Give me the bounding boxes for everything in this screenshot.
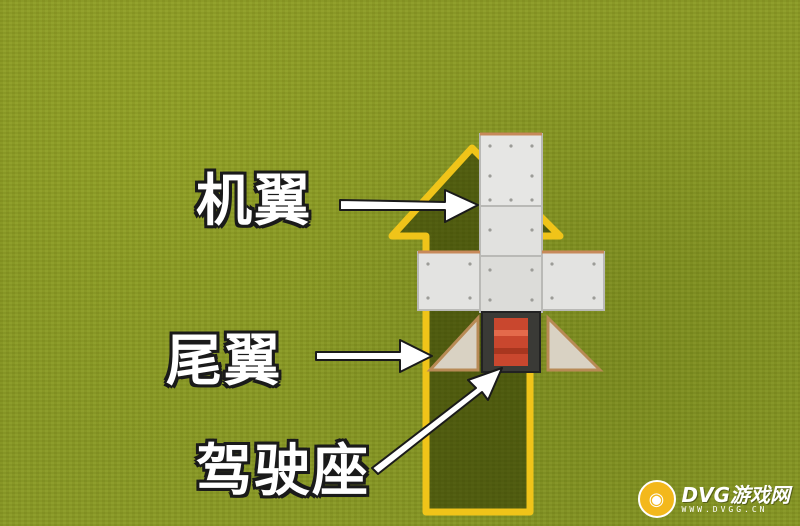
tail-wing-label: 尾翼	[166, 329, 282, 394]
watermark-text: DVG游戏网 WWW.DVGG.CN	[682, 484, 791, 514]
watermark-name: DVG游戏网	[681, 483, 791, 507]
site-watermark: ◉ DVG游戏网 WWW.DVGG.CN	[637, 480, 791, 518]
fuselage	[479, 132, 543, 313]
gamepad-icon: ◉	[637, 480, 676, 518]
wing-pointer-arrow	[339, 189, 479, 223]
pilot-seat-label: 驾驶座	[196, 439, 370, 504]
tail-wing	[426, 314, 604, 372]
pointer-arrows	[315, 189, 503, 475]
watermark-domain: WWW.DVGG.CN	[681, 505, 768, 514]
pilot-seat	[481, 311, 541, 373]
seat-pointer-arrow	[371, 367, 503, 475]
wing-label: 机翼	[196, 169, 312, 234]
tail-pointer-arrow	[315, 339, 433, 373]
main-wing	[417, 250, 605, 311]
rivets	[426, 144, 596, 302]
